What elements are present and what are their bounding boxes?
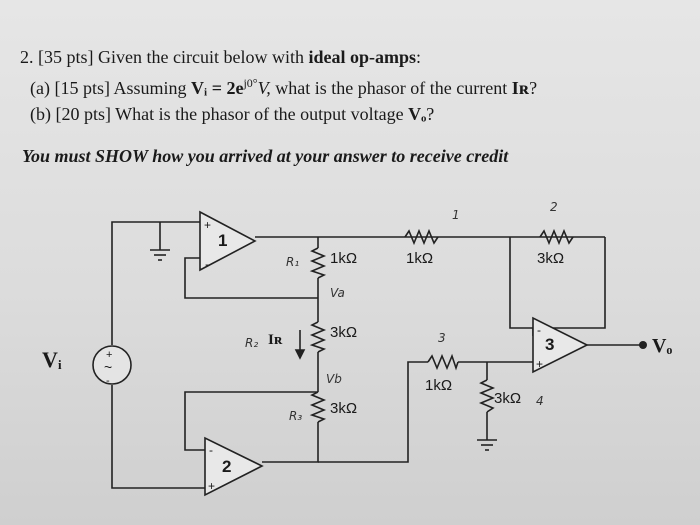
problem-header: 2. [35 pts] Given the circuit below with…	[20, 44, 690, 70]
wire-op1-fb	[184, 257, 318, 299]
resistor-r1	[309, 247, 327, 279]
wire-source-bottom	[111, 385, 205, 489]
ac-source-minus: -	[106, 375, 110, 387]
label-r1: 1kΩ	[330, 250, 357, 267]
wire-op2-r6	[318, 361, 428, 463]
hand-r3: R₃	[289, 409, 302, 423]
header-end: :	[415, 47, 421, 67]
hand-vb: Vb	[326, 372, 342, 386]
label-r5: 3kΩ	[537, 250, 564, 267]
resistor-top-3k	[539, 228, 574, 246]
part-a-current: Iʀ	[511, 78, 530, 98]
resistor-top-1k	[404, 228, 439, 246]
hand-4: 4	[536, 394, 544, 408]
ac-source-plus: +	[106, 349, 112, 361]
resistor-r2	[309, 321, 327, 353]
resistor-r7	[478, 379, 496, 413]
credit-note: You must SHOW how you arrived at your an…	[22, 146, 508, 167]
opamp-3-label: 3	[545, 335, 554, 354]
label-vi: Vᵢ	[42, 347, 62, 372]
note-b: SHOW	[95, 146, 148, 166]
opamp-2-minus: -	[209, 443, 213, 457]
hand-va: Va	[330, 286, 345, 300]
part-b: (b) [20 pts] What is the phasor of the o…	[20, 101, 690, 127]
opamp-2-label: 2	[222, 457, 231, 476]
label-ir: Iʀ	[268, 332, 283, 348]
opamp-1-label: 1	[218, 231, 227, 250]
op-amps	[199, 210, 589, 497]
label-r3: 3kΩ	[330, 400, 357, 417]
part-a-eq: Vᵢ = 2e	[191, 78, 244, 98]
ac-source	[92, 345, 132, 385]
hand-2: 2	[550, 200, 558, 214]
wire-op2-out	[262, 455, 319, 463]
header-bold: ideal op-amps	[308, 47, 416, 67]
part-a-unit: V,	[257, 78, 271, 98]
opamp-1	[199, 210, 257, 272]
label-vo: Vₒ	[652, 335, 672, 357]
wire-vb-op2	[184, 391, 318, 451]
part-b-q: ?	[426, 104, 435, 124]
note-c: how you arrived at your answer to receiv…	[147, 146, 509, 166]
part-a-prefix: (a) [15 pts] Assuming	[30, 78, 191, 98]
wire-source-top	[111, 221, 200, 345]
opamp-2-plus: +	[208, 479, 215, 493]
ac-source-wave-icon: ~	[104, 359, 112, 375]
opamp-1-plus: +	[204, 218, 211, 232]
resistor-r3	[309, 391, 327, 423]
part-a: (a) [15 pts] Assuming Vᵢ = 2ej0°V, what …	[20, 70, 690, 101]
label-r7: 3kΩ	[494, 390, 521, 407]
opamp-3-plus: +	[536, 357, 543, 371]
hand-r1: R₁	[286, 255, 299, 269]
resistor-r6	[427, 353, 459, 371]
part-a-suffix: what is the phasor of the current	[270, 78, 512, 98]
part-b-prefix: (b) [20 pts] What is the phasor of the o…	[30, 104, 409, 124]
hand-r2: R₂	[245, 336, 258, 350]
output-node	[639, 341, 647, 349]
resistors	[309, 228, 574, 423]
note-a: You must	[22, 146, 96, 166]
grounds	[150, 249, 497, 451]
current-arrow	[294, 330, 306, 360]
part-a-q: ?	[529, 78, 538, 98]
problem-text: 2. [35 pts] Given the circuit below with…	[20, 44, 690, 127]
hand-3: 3	[438, 331, 446, 345]
opamp-2	[204, 436, 264, 497]
label-r6: 1kΩ	[425, 377, 452, 394]
header-text: 2. [35 pts] Given the circuit below with	[20, 47, 309, 67]
opamp-3	[532, 316, 589, 374]
opamp-1-minus: -	[205, 257, 209, 271]
part-a-exp: j0°	[243, 76, 258, 90]
label-r4: 1kΩ	[406, 250, 433, 267]
opamp-3-minus: -	[537, 323, 541, 337]
wire-op3-fb	[509, 237, 606, 329]
hand-1: 1	[452, 208, 460, 222]
part-b-vo: Vₒ	[408, 104, 427, 124]
label-r2: 3kΩ	[330, 324, 357, 341]
